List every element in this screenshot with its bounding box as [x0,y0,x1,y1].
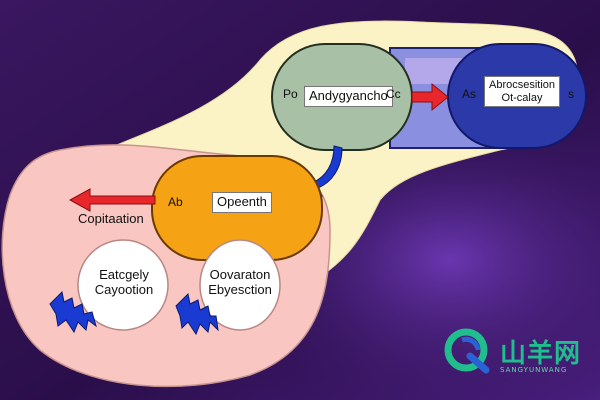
bottom-right-zigzag-arrow [175,292,219,336]
bottom-right-node-line2: Ebyesction [208,281,272,297]
left-label: Copitaation [78,211,144,226]
left-red-arrow [68,188,156,212]
top-right-node-label: Abrocsesition Ot-calay [484,76,561,108]
top-left-node-left-tag: Po [283,87,298,101]
top-right-node-label-line1: Abrocsesition [489,79,556,91]
top-right-node-right-tag: s [568,87,574,101]
bottom-left-zigzag-arrow [49,290,97,334]
watermark-text: 山羊网 [500,339,582,369]
bottom-left-node-shape [77,239,169,331]
bottom-right-node-shape [199,239,281,331]
bottom-left-node-line2: Cayootion [94,281,154,297]
bottom-right-node-label: Oovaraton Ebyesction [204,267,276,298]
top-red-arrow [411,82,449,112]
top-left-node-right-tag: Cc [386,87,401,101]
top-right-node-label-line2: Ot-calay [501,91,543,104]
q-logo-icon [444,328,490,374]
center-node-label: Opeenth [212,192,272,213]
center-node-left-tag: Ab [168,195,183,209]
top-left-node-label: Andygyancho [304,86,393,107]
bottom-right-node-line1: Oovaraton [209,267,271,282]
bottom-left-node-line1: Eatcgely [99,267,149,282]
bottom-left-node-label: Eatcgely Cayootion [88,267,160,298]
top-right-node-left-tag: As [462,87,477,101]
watermark-subtext: SANGYUNWANG [500,366,568,374]
